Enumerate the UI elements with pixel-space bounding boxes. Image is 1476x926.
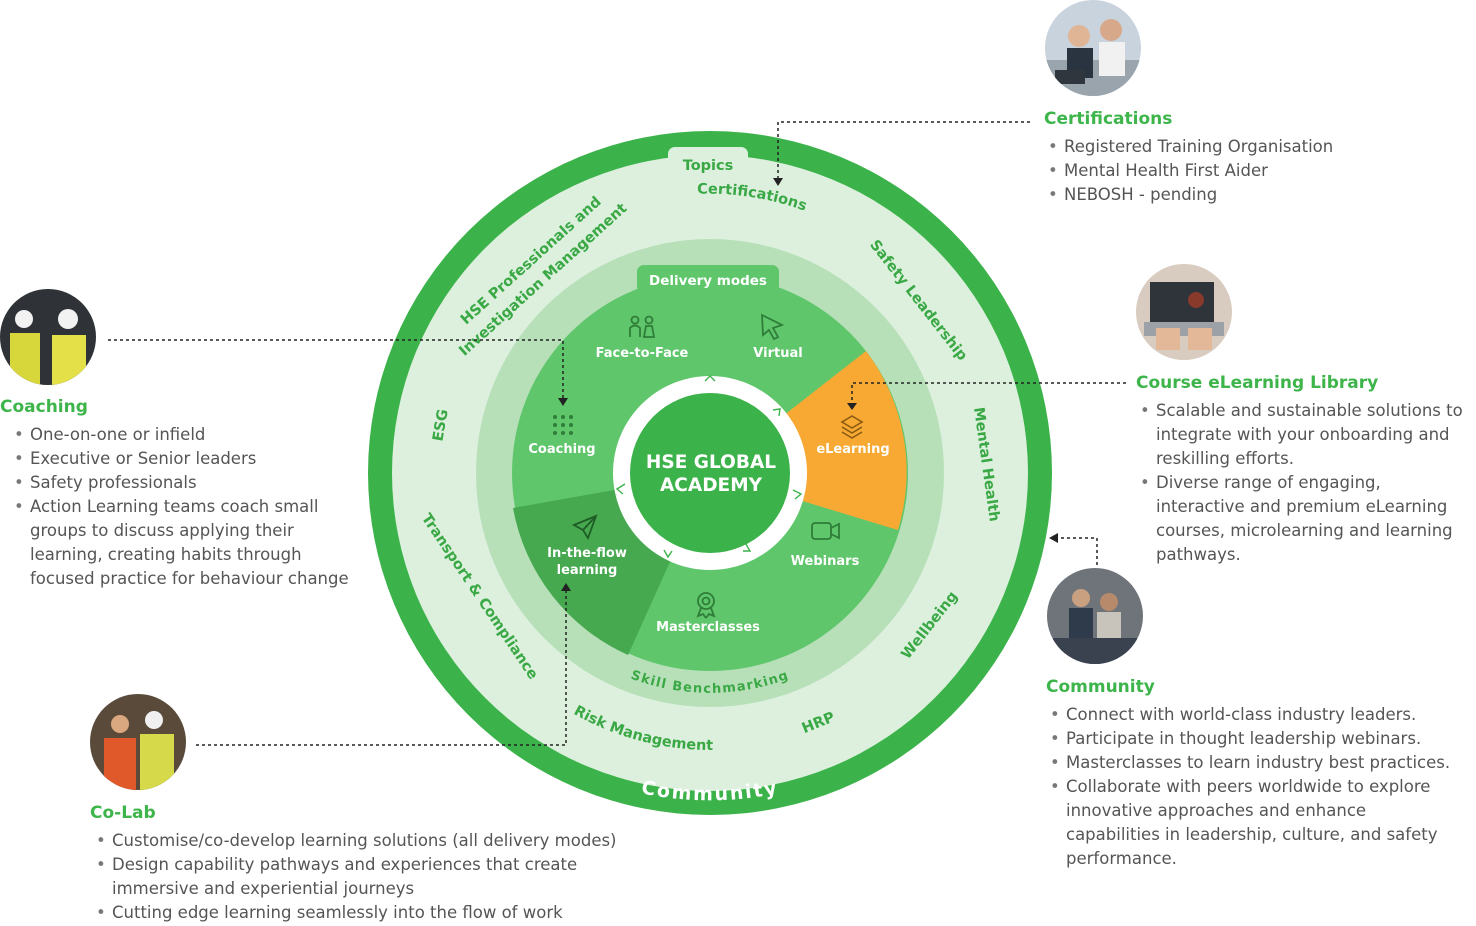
topics-tab xyxy=(668,147,748,175)
certifications-item: Mental Health First Aider xyxy=(1044,159,1464,183)
colab-panel: Co-Lab Customise/co-develop learning sol… xyxy=(90,803,650,925)
community-item: Masterclasses to learn industry best pra… xyxy=(1046,751,1456,775)
community-panel: Community Connect with world-class indus… xyxy=(1046,677,1456,871)
colab-item: Customise/co-develop learning solutions … xyxy=(92,829,650,853)
colab-photo xyxy=(90,694,186,790)
elearning-item: Scalable and sustainable solutions to in… xyxy=(1136,399,1474,471)
connector-lines xyxy=(108,121,1126,746)
topic-esg: ESG xyxy=(430,408,451,443)
connector-arrowheads xyxy=(558,178,1058,591)
ring-arrows xyxy=(615,375,803,559)
mode-inflow-line1: In-the-flow xyxy=(547,546,627,561)
coaching-photo xyxy=(0,289,96,385)
paper-plane-icon xyxy=(571,514,598,541)
elearning-photo xyxy=(1136,264,1232,360)
colab-item: Design capability pathways and experienc… xyxy=(92,853,650,901)
mode-virtual: Virtual xyxy=(753,346,802,361)
center-title-line2: ACADEMY xyxy=(660,475,763,496)
delivery-tab-label: Delivery modes xyxy=(649,273,767,289)
certifications-title: Certifications xyxy=(1044,109,1173,129)
community-photo xyxy=(1047,568,1143,664)
cursor-icon xyxy=(761,313,785,341)
mode-coaching: Coaching xyxy=(528,442,595,457)
coaching-item: Action Learning teams coach small groups… xyxy=(10,495,355,591)
community-title: Community xyxy=(1046,677,1155,697)
certifications-photo xyxy=(1045,0,1141,96)
elearning-panel: Course eLearning Library Scalable and su… xyxy=(1136,373,1474,567)
mode-masterclasses: Masterclasses xyxy=(656,620,760,635)
center-disc xyxy=(630,393,790,553)
coaching-title: Coaching xyxy=(0,397,88,417)
certifications-item: Registered Training Organisation xyxy=(1044,135,1464,159)
community-item: Collaborate with peers worldwide to expl… xyxy=(1046,775,1456,871)
mode-inflow-line2: learning xyxy=(557,563,618,578)
coaching-panel: Coaching One-on-one or infield Executive… xyxy=(0,397,355,591)
topics-tab-label: Topics xyxy=(683,158,734,174)
video-camera-icon xyxy=(811,522,840,540)
coaching-item: Executive or Senior leaders xyxy=(10,447,355,471)
colab-title: Co-Lab xyxy=(90,803,156,823)
mode-face-to-face: Face-to-Face xyxy=(596,346,689,361)
elearning-title: Course eLearning Library xyxy=(1136,373,1379,393)
certifications-item: NEBOSH - pending xyxy=(1044,183,1464,207)
community-item: Participate in thought leadership webina… xyxy=(1046,727,1456,751)
coaching-item: One-on-one or infield xyxy=(10,423,355,447)
mode-elearning: eLearning xyxy=(816,442,889,457)
delivery-tab xyxy=(637,265,779,293)
colab-item: Cutting edge learning seamlessly into th… xyxy=(92,901,650,925)
coaching-item: Safety professionals xyxy=(10,471,355,495)
people-icon xyxy=(629,315,656,338)
certifications-panel: Certifications Registered Training Organ… xyxy=(1044,109,1464,207)
layers-icon xyxy=(840,415,864,439)
award-ribbon-icon xyxy=(696,592,716,619)
community-item: Connect with world-class industry leader… xyxy=(1046,703,1456,727)
mode-webinars: Webinars xyxy=(791,554,860,569)
center-title-line1: HSE GLOBAL xyxy=(646,452,776,473)
elearning-item: Diverse range of engaging, interactive a… xyxy=(1136,471,1474,567)
grid-dots-icon xyxy=(553,415,573,435)
